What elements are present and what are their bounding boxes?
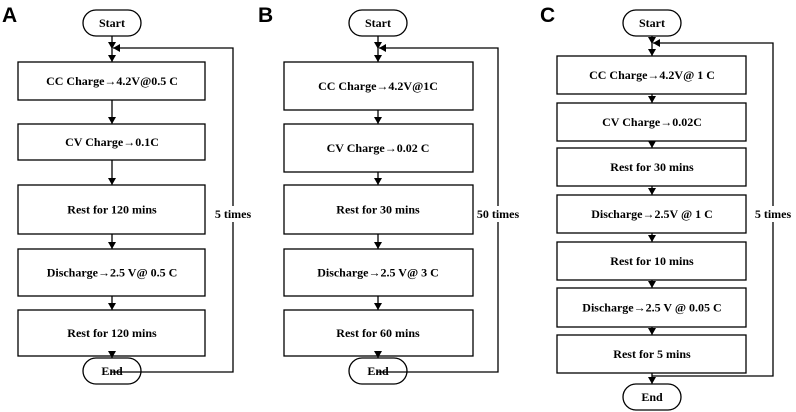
end-label: End [101, 364, 123, 378]
process-step-label: CV Charge→0.02C [602, 115, 702, 129]
process-step [283, 184, 474, 235]
process-step [556, 55, 747, 95]
flow-arrowhead [374, 117, 382, 124]
flow-arrowhead [648, 328, 656, 335]
flow-arrowhead [374, 178, 382, 185]
process-step-label: CC Charge→4.2V@ 1 C [589, 68, 715, 82]
end-terminal [622, 383, 682, 411]
loop-arrowhead [379, 44, 386, 52]
process-step [556, 102, 747, 142]
process-step-label: Rest for 120 mins [67, 203, 157, 217]
panel-label: A [2, 4, 17, 27]
process-step-label: Rest for 120 mins [67, 326, 157, 340]
flow-arrowhead [374, 242, 382, 249]
process-step [556, 241, 747, 281]
loop-label-background [752, 206, 794, 222]
flow-arrowhead [108, 178, 116, 185]
process-step-label: CC Charge→4.2V@1C [318, 79, 438, 93]
flow-arrowhead [374, 42, 382, 49]
flowchart-panel-c: C Start CC Charge→4.2V@ 1 C CV Charge→0.02C… [540, 4, 794, 411]
process-step-label: CV Charge→0.1C [65, 135, 159, 149]
start-label: Start [639, 16, 665, 30]
flow-arrowhead [108, 351, 116, 358]
process-step-label: CV Charge→0.02 C [327, 141, 430, 155]
flow-arrowhead [108, 55, 116, 62]
process-step-label: Discharge→2.5 V@ 0.5 C [47, 266, 178, 280]
flow-arrowhead [648, 281, 656, 288]
process-step [283, 61, 474, 111]
flow-arrowhead [108, 303, 116, 310]
loop-label-background [474, 206, 522, 222]
flowchart-panel-b: B Start CC Charge→4.2V@1C CV Charge→0.02 C R… [258, 4, 522, 385]
process-step [17, 184, 206, 235]
end-terminal [82, 357, 142, 385]
end-label: End [367, 364, 389, 378]
flow-arrowhead [648, 96, 656, 103]
process-step-label: Rest for 60 mins [336, 326, 420, 340]
flow-arrowhead [374, 55, 382, 62]
flow-arrowhead [648, 188, 656, 195]
process-step-label: Rest for 30 mins [610, 160, 694, 174]
process-step [17, 248, 206, 297]
flow-arrowhead [374, 303, 382, 310]
process-step [556, 194, 747, 234]
process-step [283, 123, 474, 173]
loop-count-label: 5 times [215, 207, 252, 221]
loop-count-label: 50 times [477, 207, 520, 221]
end-label: End [641, 390, 663, 404]
loop-count-label: 5 times [755, 207, 792, 221]
flow-arrowhead [374, 351, 382, 358]
panel-label: C [540, 4, 555, 27]
flow-arrowhead [648, 49, 656, 56]
process-step-label: Discharge→2.5 V@ 3 C [317, 266, 439, 280]
flow-arrowhead [108, 42, 116, 49]
flow-arrowhead [648, 235, 656, 242]
process-step-label: Discharge→2.5 V @ 0.05 C [582, 301, 721, 315]
process-step-label: CC Charge→4.2V@0.5 C [46, 74, 178, 88]
flow-arrowhead [648, 37, 656, 44]
process-step [556, 147, 747, 187]
flow-arrowhead [108, 242, 116, 249]
panel-label: B [258, 4, 273, 27]
flow-arrowhead [648, 377, 656, 384]
flow-arrowhead [108, 117, 116, 124]
process-step [283, 248, 474, 297]
process-step [17, 61, 206, 101]
process-step [17, 123, 206, 161]
flowchart-panel-a: A Start CC Charge→4.2V@0.5 C CV Charge→0.1C… [2, 4, 254, 385]
flow-arrowhead [648, 141, 656, 148]
process-step [556, 334, 747, 374]
end-terminal [348, 357, 408, 385]
process-step [556, 287, 747, 328]
process-step-label: Rest for 10 mins [610, 254, 694, 268]
loop-arrowhead [653, 39, 660, 47]
process-step-label: Rest for 5 mins [613, 347, 691, 361]
process-step [283, 309, 474, 357]
loop-arrowhead [113, 44, 120, 52]
process-step-label: Rest for 30 mins [336, 203, 420, 217]
process-step-label: Discharge→2.5V @ 1 C [591, 207, 713, 221]
loop-label-background [212, 206, 254, 222]
start-label: Start [365, 16, 391, 30]
start-label: Start [99, 16, 125, 30]
